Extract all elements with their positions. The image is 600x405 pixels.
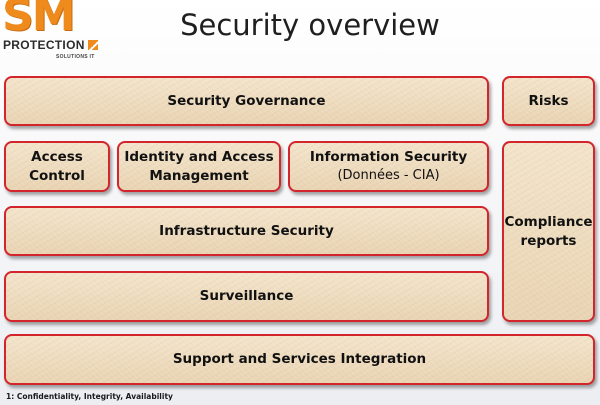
surveillance-box: Surveillance [4,271,489,322]
access-control-box: Access Control [4,141,110,192]
identity-label-line2: Management [149,167,249,184]
logo-slash-icon [87,40,98,50]
information-security-box: Information Security (Données - CIA) [288,141,489,192]
risks-label: Risks [528,92,569,109]
support-services-integration-label: Support and Services Integration [172,351,427,368]
logo-subtitle-text: PROTECTION [3,38,85,52]
logo-tagline: SOLUTIONS IT [56,54,95,60]
information-security-sublabel: (Données - CIA) [337,167,440,183]
footnote: 1: Confidentiality, Integrity, Availabil… [6,392,173,401]
security-governance-box: Security Governance [4,76,489,126]
surveillance-label: Surveillance [199,288,294,305]
risks-box: Risks [502,76,595,126]
access-control-label-line2: Control [29,167,85,184]
infrastructure-security-label: Infrastructure Security [159,222,334,239]
security-governance-label: Security Governance [167,92,326,109]
compliance-reports-box: Compliance reports [502,141,595,322]
infrastructure-security-box: Infrastructure Security [4,206,489,256]
logo-subtitle: PROTECTION [3,38,98,52]
identity-access-management-box: Identity and Access Management [117,141,281,192]
compliance-reports-label-line2: reports [520,232,577,249]
identity-label-line1: Identity and Access [124,148,274,165]
information-security-label: Information Security [309,149,468,166]
slide-title: Security overview [180,8,440,42]
compliance-reports-label-line1: Compliance [504,213,593,230]
company-logo: SM PROTECTION SOLUTIONS IT [0,0,100,70]
logo-brand: SM [2,0,75,41]
support-services-integration-box: Support and Services Integration [4,334,595,385]
access-control-label-line1: Access [31,148,83,165]
